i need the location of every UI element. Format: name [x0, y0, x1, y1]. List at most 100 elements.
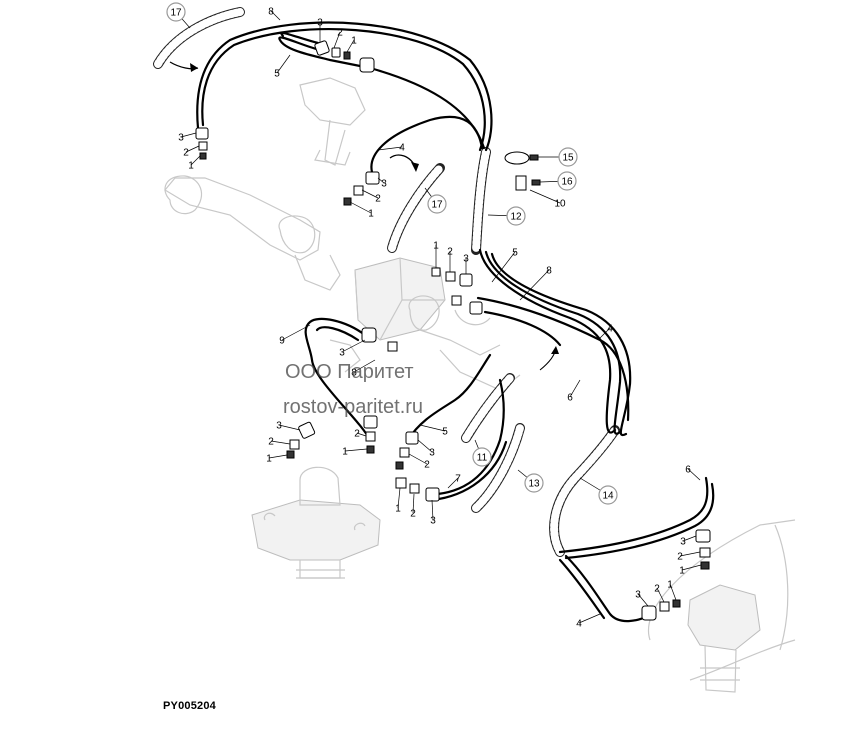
callout-leader: [656, 587, 665, 603]
callout-3: 3: [635, 590, 649, 607]
callout-7: 7: [447, 474, 461, 489]
callout-17: 17: [166, 2, 191, 29]
callout-11: 11: [472, 439, 492, 467]
callout-2: 2: [354, 429, 367, 440]
callout-1: 1: [188, 155, 201, 172]
callout-label: 3: [381, 179, 387, 190]
callout-leader: [529, 189, 561, 204]
callout-label: 2: [447, 247, 453, 258]
callout-leader: [681, 564, 702, 571]
callout-leader: [599, 327, 611, 339]
callout-2: 2: [677, 552, 701, 563]
callout-6: 6: [567, 379, 581, 404]
callout-label: 12: [510, 212, 522, 223]
callout-leader: [333, 31, 341, 49]
pipe-8-lower: [476, 296, 630, 422]
callout-4: 4: [599, 324, 613, 339]
callout-leader: [408, 453, 428, 465]
callout-3: 3: [317, 18, 323, 42]
callout-label: 3: [680, 537, 686, 548]
callout-5: 5: [274, 54, 291, 80]
callout-leader: [356, 432, 367, 437]
callout-leader: [185, 145, 200, 153]
callout-leader: [682, 535, 697, 542]
callout-leader: [397, 487, 401, 509]
callout-label: 3: [635, 590, 641, 601]
clamp-15-icon: [504, 151, 530, 165]
callout-9: 9: [279, 324, 311, 347]
callout-2: 2: [183, 145, 200, 159]
callout-1: 1: [342, 447, 368, 458]
callout-label: 2: [410, 509, 416, 520]
callout-leader: [341, 339, 366, 353]
clip-16-icon: [515, 175, 527, 191]
callout-label: 10: [554, 199, 566, 210]
callout-label: 2: [268, 437, 274, 448]
watermark-line-1: ООО Паритет: [285, 361, 414, 383]
callout-label: 14: [602, 491, 614, 502]
callout-6: 6: [685, 465, 701, 481]
callout-3: 3: [276, 421, 301, 432]
diagram-code: PY005204: [163, 700, 216, 712]
pipe-9: [304, 317, 372, 442]
pipe-4-lower: [564, 554, 650, 623]
callout-label: 2: [654, 584, 660, 595]
callout-1: 1: [679, 564, 702, 577]
callout-leader: [268, 454, 288, 459]
callout-leader: [270, 440, 291, 445]
callout-label: 5: [442, 427, 448, 438]
callout-10: 10: [529, 189, 566, 210]
callout-1: 1: [667, 580, 677, 601]
callout-leader: [281, 324, 311, 341]
direction-arrows: [169, 61, 559, 371]
pipe-8-main: [196, 21, 493, 152]
callout-label: 3: [317, 18, 323, 29]
callout-label: 8: [546, 266, 552, 277]
callout-label: 1: [342, 447, 348, 458]
callout-label: 17: [170, 8, 182, 19]
callout-label: 1: [351, 36, 357, 47]
callout-13: 13: [517, 469, 544, 493]
callout-3: 3: [430, 499, 436, 527]
callout-2: 2: [654, 584, 665, 603]
pipe-5-loop: [278, 36, 486, 150]
callout-leader: [190, 155, 201, 166]
callout-bubble: [472, 447, 492, 467]
callout-leader: [353, 359, 376, 373]
callout-2: 2: [408, 453, 430, 471]
callout-label: 1: [433, 241, 439, 252]
callout-label: 1: [266, 454, 272, 465]
callout-label: 2: [677, 552, 683, 563]
callout-leader: [278, 424, 301, 431]
callout-leader: [569, 379, 581, 398]
callout-label: 6: [567, 393, 573, 404]
callout-leader: [519, 269, 550, 301]
callout-3: 3: [178, 133, 197, 144]
callout-leader: [346, 39, 355, 53]
callout-2: 2: [361, 189, 381, 205]
callout-label: 2: [183, 148, 189, 159]
callout-label: 15: [562, 153, 574, 164]
callout-label: 5: [274, 69, 280, 80]
watermark-line-2: rostov-paritet.ru: [283, 396, 423, 418]
callout-1: 1: [349, 201, 374, 220]
callout-8: 8: [268, 7, 281, 21]
callout-leader: [412, 493, 415, 514]
callout-leader: [417, 439, 433, 453]
fittings: [195, 40, 711, 621]
callout-12: 12: [487, 206, 526, 226]
callout-15: 15: [538, 147, 578, 167]
callout-4: 4: [377, 143, 405, 154]
callout-leader: [447, 477, 459, 489]
callout-leader: [578, 613, 601, 624]
callout-leader: [361, 189, 379, 199]
callout-leader: [669, 583, 677, 601]
callout-3: 3: [377, 177, 387, 190]
callout-label: 6: [685, 465, 691, 476]
callout-label: 4: [607, 324, 613, 335]
sleeve-17-upper: [153, 7, 245, 69]
callout-label: 2: [424, 460, 430, 471]
callout-label: 2: [375, 194, 381, 205]
background-components: [164, 77, 796, 693]
